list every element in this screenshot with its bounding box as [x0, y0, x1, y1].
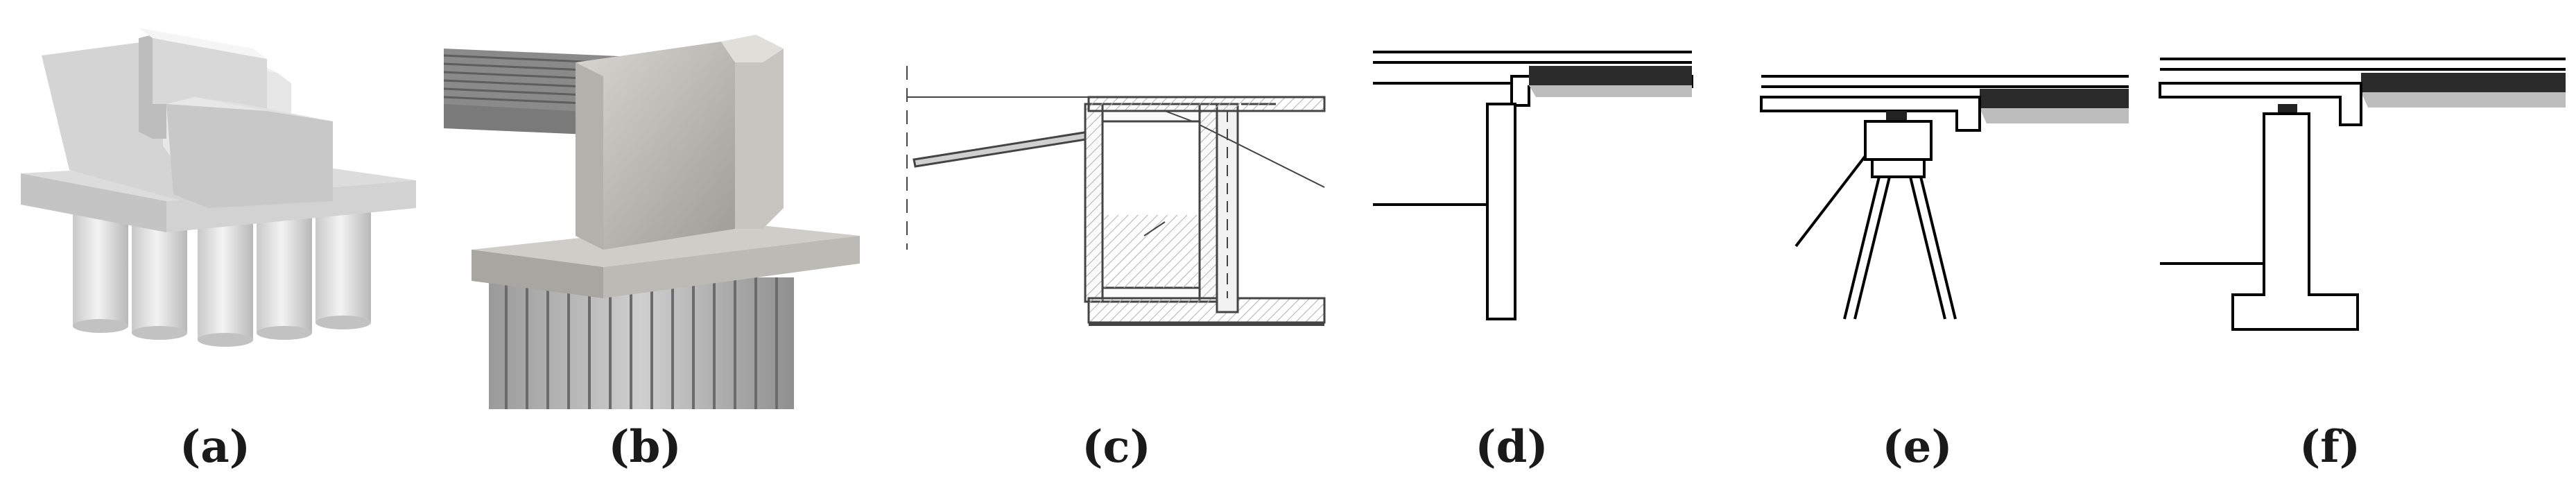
inclined-pile-abutment-schematic	[1760, 75, 2129, 320]
bearing-pad	[1886, 111, 1907, 121]
caption-e: (e)	[1882, 421, 1953, 473]
abutment-cross-section-drawing	[906, 66, 1326, 326]
base-slab	[1087, 297, 1326, 324]
panel-f: (f)	[2150, 0, 2576, 473]
pile-cap-slab	[472, 222, 860, 298]
fill-hatch	[1104, 215, 1198, 288]
panel-c: (c)	[901, 0, 1331, 473]
caption-b: (b)	[608, 421, 682, 473]
caption-a: (a)	[179, 421, 251, 473]
abutment-pile-cap-3d-illustration	[21, 28, 416, 347]
deck-slab-dark	[1529, 66, 1692, 85]
panel-e: (e)	[1740, 0, 2136, 473]
integral-abutment-schematic	[1373, 51, 1693, 320]
caption-c: (c)	[1082, 421, 1151, 473]
bearing-pad	[2278, 104, 2297, 114]
pile-stem	[1486, 103, 1516, 320]
abutment-backwall	[576, 35, 784, 250]
conventional-abutment-footing-schematic	[2159, 58, 2566, 331]
abutment-stem-and-footing	[2231, 112, 2359, 331]
caption-d: (d)	[1475, 421, 1548, 473]
abutment-wall	[42, 28, 333, 208]
pile-group	[73, 208, 371, 347]
integral-abutment-3d-illustration	[443, 35, 860, 409]
panel-a: (a)	[0, 0, 430, 473]
deck-slab-dark	[2361, 73, 2566, 92]
panel-b: (b)	[437, 0, 867, 473]
caption-f: (f)	[2299, 421, 2361, 473]
steel-piles	[489, 277, 794, 409]
approach-slab	[913, 130, 1091, 168]
pile-cap-block	[1864, 120, 1933, 161]
deck-slab-dark	[1980, 89, 2129, 108]
panel-d: (d)	[1359, 0, 1720, 473]
